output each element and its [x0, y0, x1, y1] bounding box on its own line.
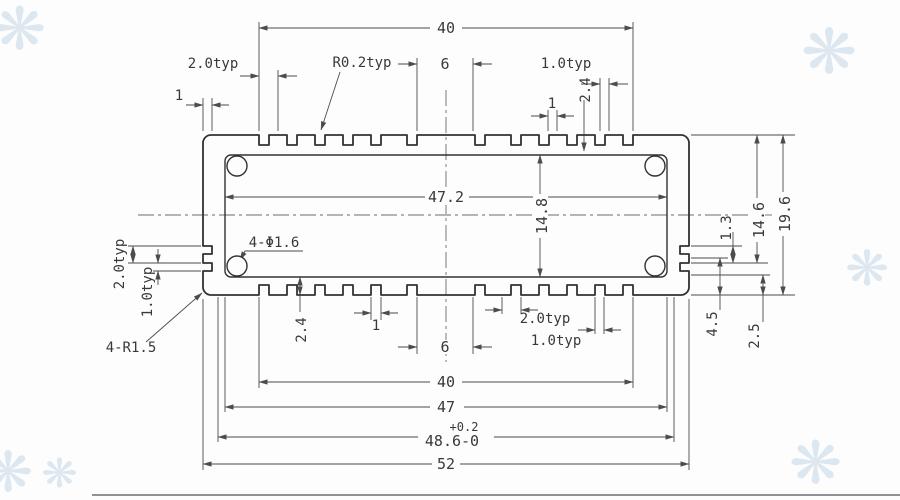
dim-label-right-14-6: 14.6 [750, 202, 768, 238]
dim-label-top-2-0typ: 2.0typ [188, 56, 239, 72]
dim-label-bottom-1-0typ: 1.0typ [531, 333, 582, 349]
dim-label-cavity-height: 14.8 [533, 198, 551, 234]
dim-label-left-1-0typ: 1.0typ [140, 267, 156, 318]
dim-label-tolerance: +0.2 [450, 420, 479, 434]
watermark-icon: ❋ [790, 405, 842, 500]
dim-label-bottom-6: 6 [440, 338, 449, 356]
inner-cavity-outline [224, 154, 668, 278]
screw-boss [644, 255, 666, 277]
centerlines [138, 90, 772, 362]
screw-boss [226, 155, 248, 177]
watermark-icon: ❋ [802, 0, 857, 95]
dim-label-bottom-2-4: 2.4 [294, 317, 310, 342]
dim-label-right-1-3: 1.3 [719, 215, 735, 240]
dim-label-left-1: 1 [175, 88, 183, 104]
dim-label-top-6: 6 [440, 55, 449, 73]
note-fillet-4-r1-5: 4-R1.5 [106, 340, 157, 356]
dim-label-top-1-0typ: 1.0typ [541, 56, 592, 72]
corner-screw-bosses [226, 155, 666, 277]
profile-outline [202, 134, 690, 296]
dim-label-groove-1: 1 [548, 96, 556, 112]
dim-label-bottom-47: 47 [437, 398, 455, 416]
dim-label-top-2-4: 2.4 [578, 77, 594, 102]
watermark-icon: ❋ [0, 0, 46, 70]
dim-label-bottom-1: 1 [372, 318, 380, 334]
dim-label-cavity-width: 47.2 [428, 188, 464, 206]
dim-label-right-4-5: 4.5 [705, 311, 721, 336]
sheet-border-line [92, 494, 900, 496]
leader-lines [145, 71, 341, 343]
dim-label-right-19-6: 19.6 [776, 196, 794, 232]
dim-label-left-2-0typ: 2.0typ [112, 239, 128, 290]
watermark-icon: ❋ [846, 220, 889, 302]
dim-label-top-40: 40 [437, 19, 455, 37]
screw-boss [226, 255, 248, 277]
dim-label-bottom-48-6: 48.6-0 [425, 432, 479, 450]
label-backgrounds [292, 20, 791, 472]
dim-label-bottom-40: 40 [437, 373, 455, 391]
screw-boss [644, 155, 666, 177]
watermark-icon: ❋ [0, 417, 33, 500]
note-hole-4-phi1-6: 4-Φ1.6 [249, 235, 300, 251]
dimension-labels: 40 2.0typ R0.2typ 6 1.0typ 1 1 2.4 47.2 … [106, 19, 794, 473]
extension-lines [128, 22, 795, 470]
dim-label-bottom-2-0typ: 2.0typ [520, 311, 571, 327]
watermark-icon: ❋ [42, 433, 77, 500]
note-radius-r0-2typ: R0.2typ [332, 55, 391, 71]
dim-label-right-2-5: 2.5 [747, 323, 763, 348]
dim-label-bottom-52: 52 [437, 455, 455, 473]
